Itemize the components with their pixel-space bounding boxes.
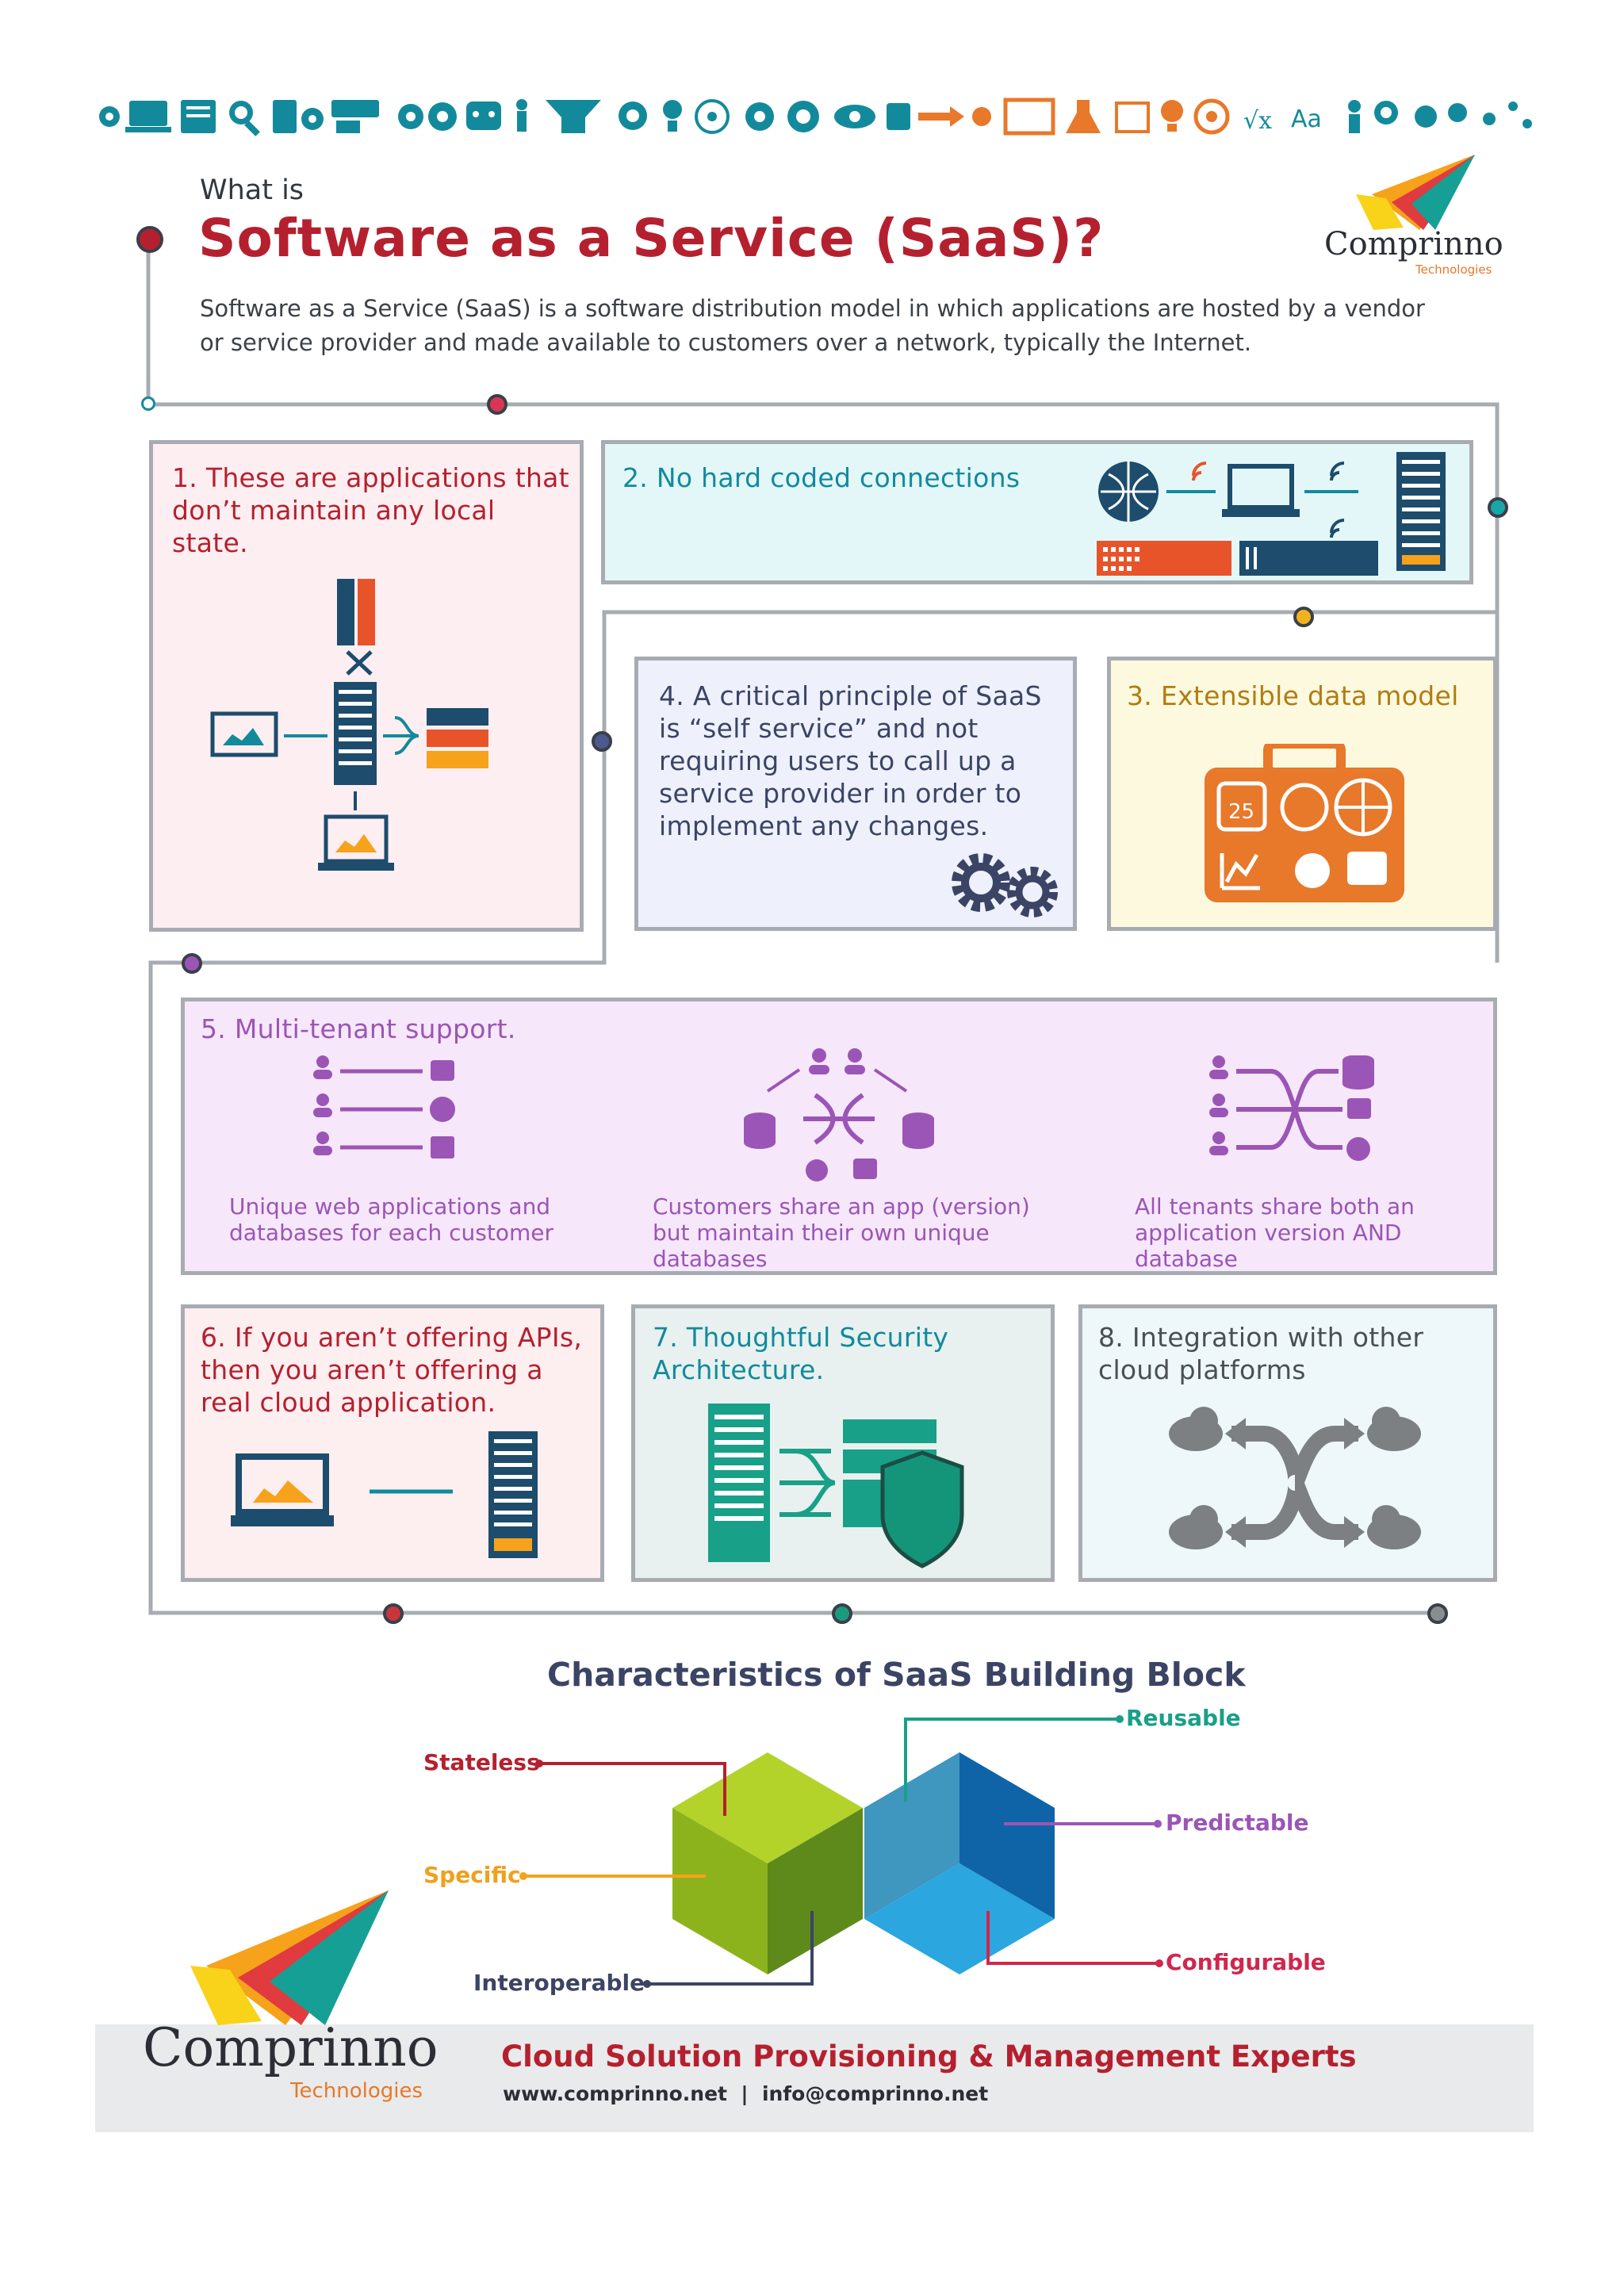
section-4-title-line1: 4. A critical principle of SaaS <box>659 680 1042 711</box>
security-shield-icon <box>708 1404 964 1568</box>
node-dot-s3 <box>1293 607 1314 627</box>
section-4-title-line3: requiring users to call up a <box>659 745 1017 776</box>
section-8-panel: 8. Integration with other cloud platform… <box>1078 1304 1497 1582</box>
tenant-model-3-icon <box>1209 1055 1374 1161</box>
footer-logo: Comprinno Technologies <box>143 1890 460 2103</box>
header-description-line1: Software as a Service (SaaS) is a softwa… <box>200 295 1425 322</box>
toolbox-icon: 25 <box>1205 744 1404 902</box>
section-4-title-line2: is “self service” and not <box>659 713 979 744</box>
building-block-cubes <box>519 1715 1163 1988</box>
section-5-caption-2-line2: but maintain their own unique <box>653 1220 990 1246</box>
section-5-caption-3-line1: All tenants share both an <box>1135 1193 1415 1220</box>
flow-connector-lines <box>146 239 1500 1615</box>
tenant-model-2-icon <box>744 1048 934 1181</box>
section-3-title: 3. Extensible data model <box>1127 680 1459 711</box>
label-specific: Specific <box>423 1862 521 1888</box>
node-dot-s5 <box>182 953 202 974</box>
section-5-caption-1-line2: databases for each customer <box>229 1220 553 1246</box>
footer-logo-sub: Technologies <box>290 2079 423 2103</box>
section-7-title-line2: Architecture. <box>653 1354 825 1385</box>
svg-text:√x: √x <box>1243 107 1272 135</box>
section-4-title-line4: service provider in order to <box>659 778 1022 809</box>
network-connections-icon <box>1097 452 1446 576</box>
header-description-line2: or service provider and made available t… <box>200 329 1252 356</box>
svg-text:Aa: Aa <box>1291 105 1322 133</box>
section-1-title-line2: don’t maintain any local <box>172 495 496 526</box>
section-3-panel: 3. Extensible data model 25 <box>1107 657 1497 931</box>
node-dot-start <box>141 396 155 411</box>
section-1-title-line3: state. <box>172 527 248 558</box>
node-dot-s8 <box>1427 1603 1448 1624</box>
header-logo-name: Comprinno <box>1324 226 1503 262</box>
label-predictable: Predictable <box>1166 1810 1309 1836</box>
node-dot-s4 <box>592 731 612 752</box>
cloud-integration-icon <box>1169 1407 1421 1549</box>
label-interoperable: Interoperable <box>473 1970 645 1996</box>
footer-logo-mark-icon <box>190 1890 389 2025</box>
section-2-title: 2. No hard coded connections <box>622 462 1021 493</box>
section-4-panel: 4. A critical principle of SaaS is “self… <box>634 657 1077 931</box>
logo-mark-icon <box>1356 155 1475 230</box>
section-5-caption-3-line2: application version AND <box>1135 1220 1402 1246</box>
section-7-title-line1: 7. Thoughtful Security <box>653 1322 949 1353</box>
icon-strip-graphic: √x Aa <box>99 98 1532 136</box>
section-6-title-line3: real cloud application. <box>201 1387 496 1418</box>
section-1-title-line1: 1. These are applications that <box>172 462 569 493</box>
header-logo-sub: Technologies <box>1415 262 1492 277</box>
header-logo: Comprinno Technologies <box>1324 155 1515 278</box>
footer-band <box>95 2024 1534 2132</box>
section-6-title-line1: 6. If you aren’t offering APIs, <box>201 1322 583 1353</box>
section-5-panel: 5. Multi-tenant support. Unique <box>181 998 1497 1275</box>
node-dot-s6 <box>383 1603 404 1624</box>
building-block-title: Characteristics of SaaS Building Block <box>547 1656 1246 1694</box>
section-7-panel: 7. Thoughtful Security Architecture. <box>631 1304 1055 1582</box>
node-dot-s1 <box>487 394 508 415</box>
section-6-panel: 6. If you aren’t offering APIs, then you… <box>181 1304 604 1582</box>
header-pre-title: What is <box>200 174 304 206</box>
section-2-panel: 2. No hard coded connections <box>601 440 1473 584</box>
calendar-day: 25 <box>1228 800 1254 824</box>
node-dot-title <box>136 226 163 253</box>
section-5-title: 5. Multi-tenant support. <box>201 1013 516 1044</box>
node-dot-s2 <box>1488 497 1508 518</box>
label-configurable: Configurable <box>1166 1949 1326 1975</box>
section-8-title-line2: cloud platforms <box>1098 1354 1306 1385</box>
page-title: Software as a Service (SaaS)? <box>198 208 1105 269</box>
top-icon-strip: √x Aa <box>94 89 1537 144</box>
node-dot-s7 <box>832 1603 852 1624</box>
section-6-title-line2: then you aren’t offering a <box>201 1354 543 1385</box>
footer-contact: www.comprinno.net | info@comprinno.net <box>503 2082 989 2105</box>
tenant-model-1-icon <box>313 1055 455 1158</box>
section-5-caption-2-line3: databases <box>653 1246 768 1272</box>
section-4-title-line5: implement any changes. <box>659 810 989 841</box>
section-5-caption-2-line1: Customers share an app (version) <box>653 1193 1030 1220</box>
api-laptop-server-icon <box>231 1431 538 1558</box>
label-stateless: Stateless <box>423 1749 540 1775</box>
gears-icon <box>952 853 1058 917</box>
section-5-caption-3-line3: database <box>1135 1246 1238 1272</box>
footer-logo-name: Comprinno <box>143 2017 439 2078</box>
server-hub-icon <box>210 579 488 871</box>
section-8-title-line1: 8. Integration with other <box>1098 1322 1424 1353</box>
footer-tagline: Cloud Solution Provisioning & Management… <box>501 2039 1357 2074</box>
section-1-panel: 1. These are applications that don’t mai… <box>149 440 584 932</box>
label-reusable: Reusable <box>1126 1705 1241 1731</box>
section-5-caption-1-line1: Unique web applications and <box>229 1193 551 1220</box>
